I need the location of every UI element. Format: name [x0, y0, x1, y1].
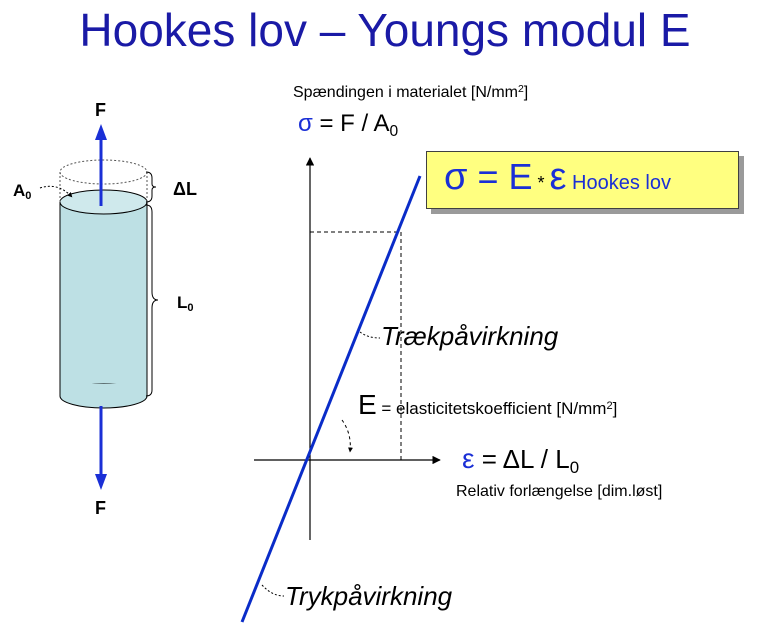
cylinder-body: [59, 201, 148, 397]
area-label: A0: [13, 181, 32, 203]
y-axis-caption: Spændingen i materialet [N/mm2]: [293, 84, 529, 101]
epsilon-formula: ε = ΔL / L0: [462, 443, 580, 478]
force-bottom-label: F: [95, 498, 106, 518]
delta-l-bracket: [145, 171, 157, 203]
sigma-formula: σ = F / A0: [298, 110, 399, 140]
x-axis-caption: Relativ forlængelse [dim.løst]: [456, 483, 663, 500]
compression-label: Trykpåvirkning: [285, 581, 453, 611]
force-top-label: F: [95, 100, 106, 120]
elongation-outline: [59, 159, 148, 185]
cylinder: [59, 159, 148, 409]
area-pointer: [39, 185, 73, 198]
hooke-line: [240, 175, 422, 623]
e-description: E = elasticitetskoefficient [N/mm2]: [358, 389, 618, 420]
cylinder-top: [59, 189, 148, 215]
hooke-law-equation: σ = E * ε Hookes lov: [444, 156, 671, 198]
page-title: Hookes lov – Youngs modul E: [79, 4, 691, 56]
compression-leader: [261, 584, 285, 597]
hooke-law-box: σ = E * ε Hookes lov: [426, 151, 739, 209]
tension-leader: [359, 331, 381, 339]
length-bracket: [145, 204, 159, 397]
e-angle-arrow: [341, 419, 353, 453]
tension-label: Trækpåvirkning: [381, 321, 559, 351]
delta-l-label: ΔL: [173, 179, 197, 199]
length-label: L0: [177, 293, 194, 315]
